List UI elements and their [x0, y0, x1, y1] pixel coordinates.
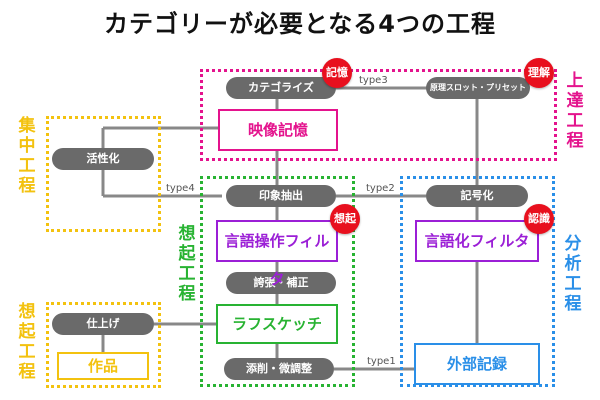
finish-node: 仕上げ	[52, 313, 154, 335]
recall-badge: 想起	[330, 204, 360, 234]
correction-node: 添削・微調整	[224, 358, 334, 380]
activation-node: 活性化	[52, 148, 154, 170]
recognition-badge: 認識	[524, 204, 554, 234]
symbolize-node: 記号化	[426, 185, 528, 207]
recall-left-stage-box	[46, 302, 161, 388]
upper-stage-box	[200, 69, 557, 161]
analysis-stage-label: 分析工程	[564, 234, 582, 314]
type2-label: type2	[366, 183, 395, 194]
type3-label: type3	[359, 75, 388, 86]
video-memory-box: 映像記憶	[218, 109, 338, 151]
external-record-box: 外部記録	[414, 343, 540, 385]
work-box: 作品	[57, 352, 149, 380]
principle-slot-node: 原理スロット・プリセット	[426, 77, 530, 99]
page-title: カテゴリーが必要となる4つの工程	[104, 10, 496, 38]
rough-sketch-box: ラフスケッチ	[216, 304, 338, 344]
analysis-stage-box	[400, 176, 555, 387]
memory-badge: 記憶	[322, 58, 352, 88]
recall-stage-label: 想起工程	[178, 224, 196, 304]
type4-label: type4	[166, 183, 195, 194]
type1-label: type1	[367, 356, 396, 367]
recall-stage-box	[200, 176, 355, 387]
focus-stage-box	[46, 116, 161, 232]
language-op-filter-box: 言語操作フィルタ	[216, 220, 338, 288]
recall-left-stage-label: 想起工程	[18, 302, 36, 382]
verbalize-filter-box: 言語化フィルタ	[415, 220, 539, 262]
categorize-node: カテゴライズ	[226, 77, 336, 99]
understanding-badge: 理解	[524, 58, 554, 88]
upper-stage-label: 上達工程	[566, 71, 584, 151]
focus-stage-label: 集中工程	[18, 116, 36, 196]
impression-extract-node: 印象抽出	[226, 185, 336, 207]
exaggerate-node: 誇張・補正	[226, 272, 336, 294]
